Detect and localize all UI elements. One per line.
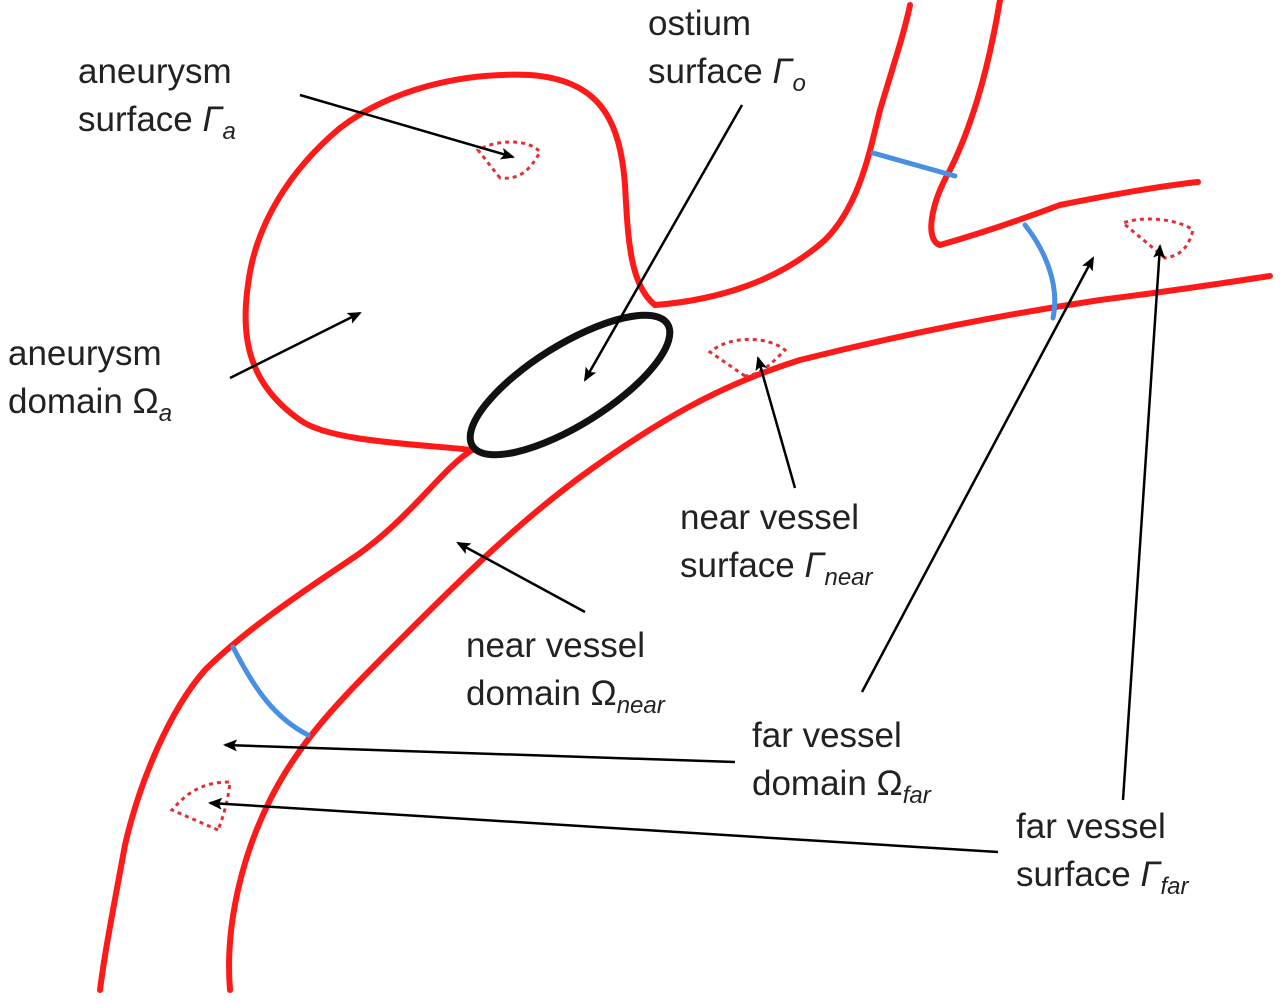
arrow-aneurysm-domain — [229, 311, 362, 380]
subscript: near — [824, 564, 873, 591]
arrow-near-vessel-domain — [456, 541, 586, 614]
arrow-far-vessel-domain-left — [223, 739, 736, 764]
label-near-vessel-domain-line1: near vessel — [466, 626, 645, 665]
label-near-vessel-surface-line1: near vessel — [680, 498, 859, 537]
gamma-symbol: Γ — [202, 100, 223, 139]
label-aneurysm-surface-line2: surface — [78, 100, 203, 139]
aneurysm-sac-wall — [242, 71, 658, 453]
gamma-symbol: Γ — [772, 52, 793, 91]
subscript: far — [1160, 873, 1189, 900]
omega-symbol: Ω — [876, 764, 903, 803]
label-far-vessel-surface-line2: surface — [1016, 855, 1141, 894]
label-far-vessel-domain-line2: domain — [752, 764, 877, 803]
label-near-vessel-domain-line2: domain — [466, 674, 591, 713]
outlet-boundary-bottom — [230, 644, 311, 738]
ostium-ellipse — [466, 311, 674, 459]
label-aneurysm-surface: aneurysm surface Γa — [78, 48, 236, 156]
parent-vessel-lower-wall — [226, 273, 1273, 993]
parent-vessel-upper-wall — [97, 447, 475, 993]
label-near-vessel-surface-line2: surface — [680, 546, 805, 585]
label-near-vessel-surface: near vessel surface Γnear — [680, 494, 873, 602]
outlet-boundary-top — [870, 150, 958, 179]
subscript: far — [902, 782, 931, 809]
gamma-symbol: Γ — [804, 546, 825, 585]
outlet-boundary-right — [1022, 222, 1058, 321]
arrow-ostium-surface — [583, 104, 744, 382]
omega-symbol: Ω — [132, 382, 159, 421]
subscript: near — [616, 692, 665, 719]
aneurysm-surface-patch — [475, 140, 542, 180]
arrow-far-vessel-surface-right — [1121, 244, 1166, 801]
label-far-vessel-surface: far vessel surface Γfar — [1016, 803, 1188, 911]
label-aneurysm-domain-line2: domain — [8, 382, 133, 421]
subscript: a — [158, 400, 173, 427]
label-aneurysm-domain: aneurysm domain Ωa — [8, 330, 172, 438]
near-vessel-surface-patch — [707, 337, 788, 378]
side-branch-outer-wall — [928, 0, 1201, 248]
label-ostium-surface-line2: surface — [648, 52, 773, 91]
subscript: a — [222, 118, 236, 145]
label-ostium-surface-line1: ostium — [648, 4, 752, 43]
label-far-vessel-domain-line1: far vessel — [752, 716, 902, 755]
label-far-vessel-domain: far vessel domain Ωfar — [752, 712, 931, 820]
far-vessel-surface-patch — [1120, 217, 1195, 260]
label-far-vessel-surface-line1: far vessel — [1016, 807, 1166, 846]
far-vessel-surface-patch-lower — [169, 780, 232, 832]
upper-branch-wall — [652, 2, 913, 308]
arrow-aneurysm-surface — [299, 93, 515, 160]
arrow-far-vessel-surface-left — [208, 797, 999, 854]
label-near-vessel-domain: near vessel domain Ωnear — [466, 622, 665, 730]
label-ostium-surface: ostium surface Γo — [648, 0, 806, 108]
label-aneurysm-domain-line1: aneurysm — [8, 334, 162, 373]
arrow-far-vessel-domain-right — [860, 256, 1095, 693]
subscript: o — [792, 70, 806, 97]
arrow-near-vessel-surface — [755, 356, 797, 489]
gamma-symbol: Γ — [1140, 855, 1161, 894]
label-aneurysm-surface-line1: aneurysm — [78, 52, 232, 91]
omega-symbol: Ω — [590, 674, 617, 713]
